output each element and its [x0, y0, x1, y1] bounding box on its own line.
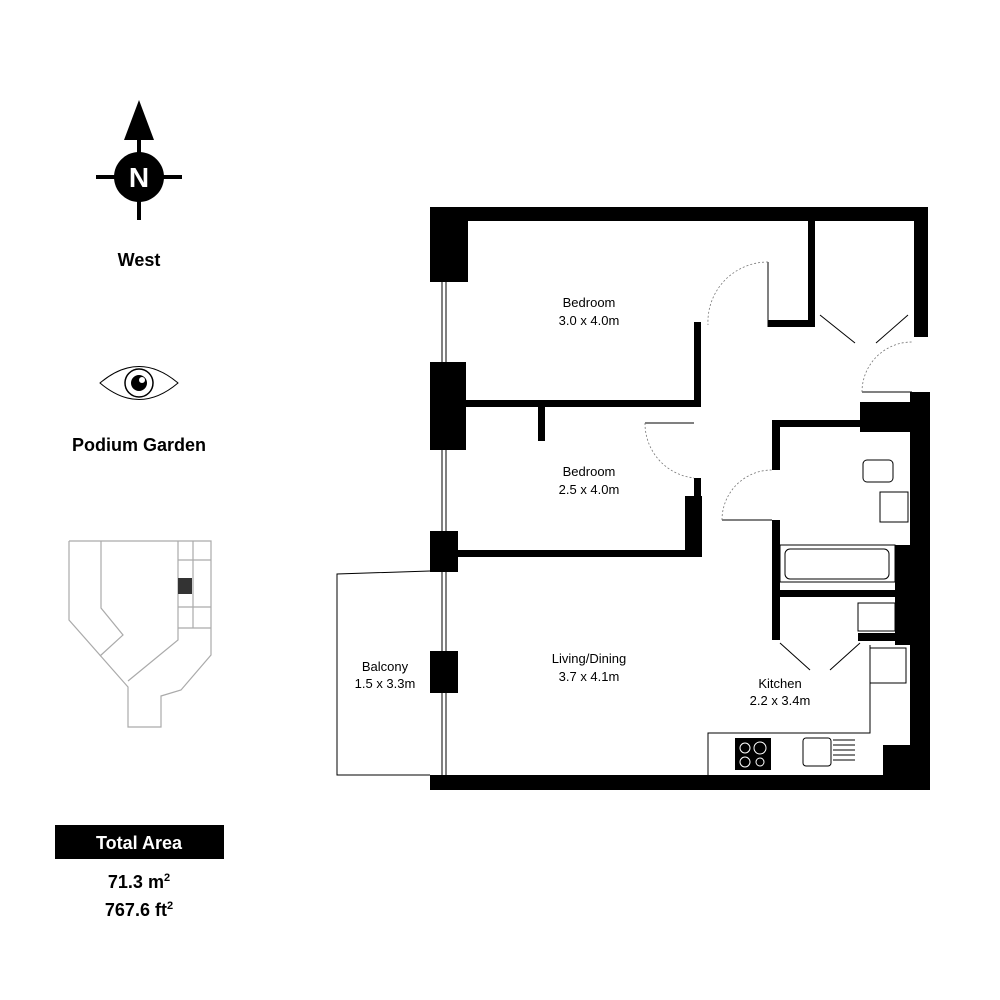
svg-text:Kitchen: Kitchen: [758, 676, 801, 691]
svg-text:Bedroom: Bedroom: [563, 295, 616, 310]
view-label: Podium Garden: [72, 435, 206, 455]
key-plan: [68, 540, 212, 728]
compass-letter: N: [129, 162, 149, 193]
svg-text:Living/Dining: Living/Dining: [552, 651, 626, 666]
north-compass-icon: N: [96, 100, 182, 220]
svg-text:2.2 x 3.4m: 2.2 x 3.4m: [750, 693, 811, 708]
direction-label: West: [118, 250, 161, 270]
sink-icon: [802, 737, 832, 767]
svg-text:3.7 x 4.1m: 3.7 x 4.1m: [559, 669, 620, 684]
total-area-banner: [55, 825, 224, 859]
svg-text:2.5 x 4.0m: 2.5 x 4.0m: [559, 482, 620, 497]
balcony-outline: [336, 570, 431, 776]
total-area-title: Total Area: [96, 833, 183, 853]
keyplan-unit-highlight: [178, 578, 192, 594]
room-label-living-dining: Living/Dining 3.7 x 4.1m: [552, 651, 626, 684]
area-sqft: 767.6 ft2: [105, 900, 173, 920]
svg-text:Bedroom: Bedroom: [563, 464, 616, 479]
eye-icon: [99, 366, 179, 400]
room-label-kitchen: Kitchen 2.2 x 3.4m: [750, 676, 811, 708]
room-label-balcony: Balcony 1.5 x 3.3m: [355, 659, 416, 691]
bathroom-fixtures: [779, 459, 909, 684]
svg-text:Balcony: Balcony: [362, 659, 409, 674]
room-label-bedroom-2: Bedroom 2.5 x 4.0m: [559, 464, 620, 497]
room-label-bedroom-1: Bedroom 3.0 x 4.0m: [559, 295, 620, 328]
svg-text:3.0 x 4.0m: 3.0 x 4.0m: [559, 313, 620, 328]
area-sqm: 71.3 m2: [108, 872, 170, 892]
hob-icon: [735, 738, 771, 770]
svg-text:1.5 x 3.3m: 1.5 x 3.3m: [355, 676, 416, 691]
window-glazing: [441, 282, 447, 775]
door-swings: [644, 261, 913, 671]
kitchen-counter: [707, 645, 871, 775]
walls: [430, 207, 930, 790]
